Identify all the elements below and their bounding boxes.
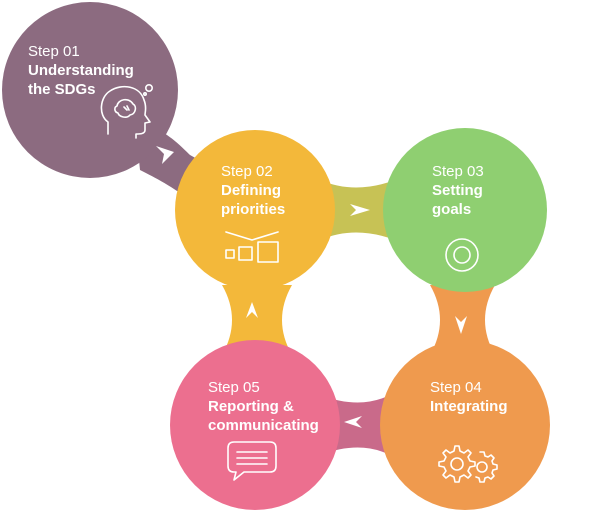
- connector-step03-step04: [430, 285, 495, 355]
- target-icon: [445, 238, 479, 272]
- arrow-step03-to-step04-icon: [455, 316, 467, 334]
- step-05-label: Step 05: [208, 379, 260, 396]
- connector-step05-step02: [222, 285, 292, 355]
- step-01-title-line-2: the SDGs: [28, 81, 96, 98]
- step-04-label: Step 04: [430, 379, 482, 396]
- step-04-title-line-1: Integrating: [430, 398, 508, 415]
- step-01-label: Step 01: [28, 43, 80, 60]
- step-02-label: Step 02: [221, 163, 273, 180]
- arrow-step04-to-step05-icon: [344, 416, 362, 428]
- gears-icon: [438, 445, 498, 483]
- step-02-title-line-1: Defining: [221, 182, 281, 199]
- arrow-step05-to-step02-icon: [246, 302, 258, 318]
- step-02-title-line-2: priorities: [221, 201, 285, 218]
- step-01-title-line-1: Understanding: [28, 62, 134, 79]
- step-03-circle: [383, 128, 547, 292]
- step-01-circle: [2, 2, 178, 178]
- priority-boxes-icon: [225, 231, 279, 263]
- step-05-title-line-1: Reporting &: [208, 398, 294, 415]
- step-05-circle: [170, 340, 340, 510]
- step-04-circle: [380, 340, 550, 510]
- step-02-circle: [175, 130, 335, 290]
- step-05-title-line-2: communicating: [208, 417, 319, 434]
- step-03-title-line-1: Setting: [432, 182, 483, 199]
- step-03-label: Step 03: [432, 163, 484, 180]
- head-thought-icon: [100, 83, 153, 139]
- step-03-title-line-2: goals: [432, 201, 471, 218]
- arrow-step02-to-step03-icon: [350, 204, 370, 216]
- speech-bubble-icon: [227, 441, 277, 481]
- arrow-step01-to-step02-icon: [156, 146, 174, 164]
